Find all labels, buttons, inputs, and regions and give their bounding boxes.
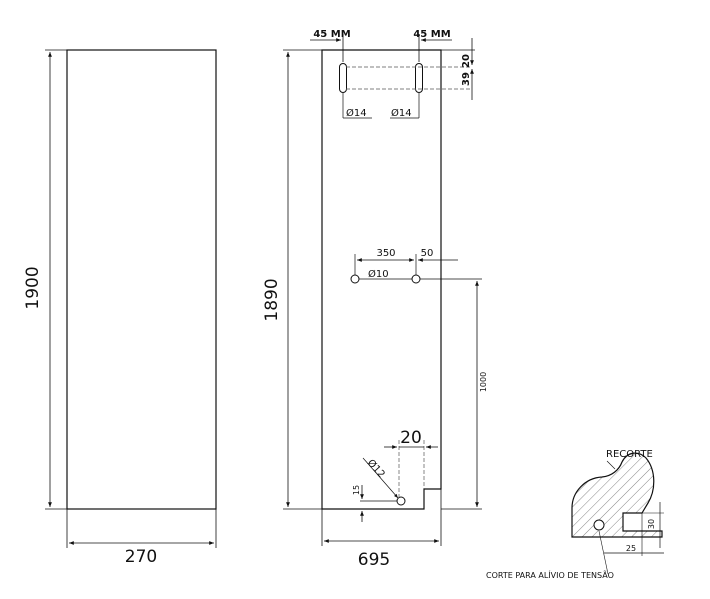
- mid-hole-label: Ø10: [368, 268, 389, 280]
- mid-height-label: 1000: [479, 372, 488, 392]
- notch-width-label: 20: [400, 428, 422, 448]
- right-width-label: 695: [358, 550, 390, 570]
- mid-edge-label: 50: [421, 248, 434, 259]
- detail-caption: CORTE PARA ALÍVIO DE TENSÃO: [486, 569, 614, 580]
- mid-hole-left: [350, 274, 360, 284]
- slot-dim-a-label: 20: [461, 54, 472, 68]
- detail-title-leader: [606, 460, 616, 470]
- detail-recorte: RECORTE 30 25 CORTE PARA ALÍVIO DE TENSÃ…: [484, 438, 664, 584]
- right-panel: 1890 695 45 MM 45 MM 20 39 Ø14 Ø14: [262, 29, 488, 570]
- detail-profile: [571, 452, 663, 538]
- mid-spacing-label: 350: [376, 248, 395, 259]
- detail-title: RECORTE: [606, 449, 653, 460]
- detail-caption-leader: [598, 530, 609, 575]
- slot-right: [415, 63, 423, 93]
- left-height-label: 1900: [23, 266, 43, 309]
- top-right-offset-label: 45 MM: [413, 29, 450, 40]
- left-width-label: 270: [125, 547, 157, 567]
- right-height-label: 1890: [262, 278, 282, 321]
- detail-notch-height-label: 30: [647, 519, 656, 529]
- slot-hole-left-label: Ø14: [346, 107, 367, 119]
- bottom-hole: [396, 496, 406, 506]
- detail-notch-width-label: 25: [626, 544, 636, 553]
- top-left-offset-label: 45 MM: [313, 29, 350, 40]
- bottom-hole-label: Ø12: [365, 457, 388, 480]
- bottom-hole-leader: [362, 457, 399, 499]
- slot-hole-right-label: Ø14: [391, 107, 412, 119]
- detail-relief-hole: [593, 519, 605, 531]
- mid-hole-right: [411, 274, 421, 284]
- left-panel-outline: [66, 49, 217, 510]
- bottom-offset-label: 15: [352, 485, 361, 495]
- slot-dim-b-label: 39: [461, 72, 472, 86]
- slot-left: [339, 63, 347, 93]
- left-panel: 1900 270: [23, 49, 217, 567]
